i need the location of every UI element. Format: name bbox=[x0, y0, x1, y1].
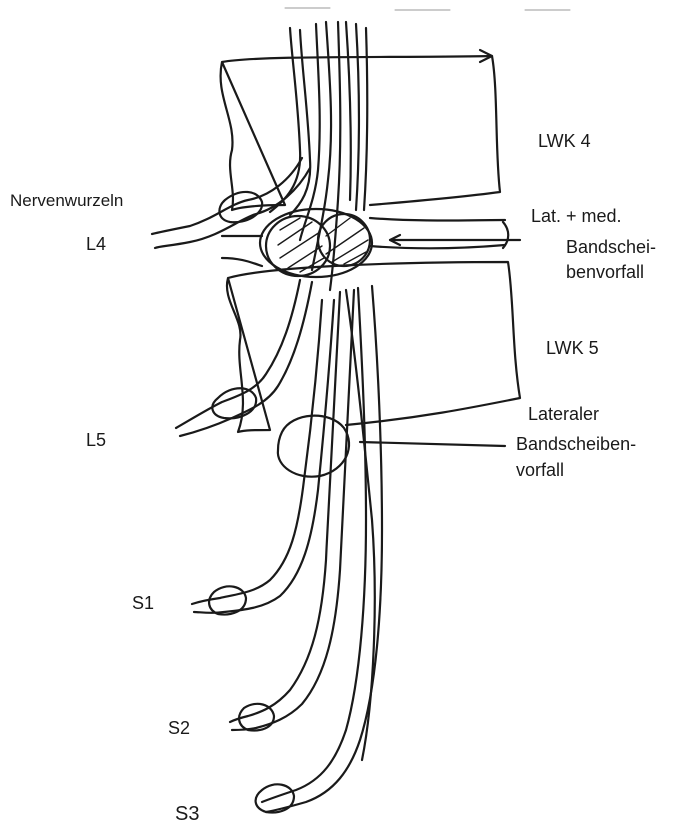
label-lateral-line1: Lateraler bbox=[528, 404, 599, 425]
disc-l4-l5-upper bbox=[370, 218, 505, 221]
nerve-root-s1 bbox=[192, 300, 334, 613]
disc-l4-l5-lower bbox=[370, 245, 505, 248]
label-s2: S2 bbox=[168, 718, 190, 739]
label-s3: S3 bbox=[175, 803, 199, 826]
scan-marks bbox=[285, 8, 570, 10]
vertebra-lwk4 bbox=[221, 56, 500, 210]
vertebra-lwk5 bbox=[227, 262, 520, 432]
label-lat-med-line3: benvorfall bbox=[566, 262, 644, 283]
label-s1: S1 bbox=[132, 593, 154, 614]
label-l4: L4 bbox=[86, 234, 106, 255]
label-lwk5: LWK 5 bbox=[546, 338, 599, 359]
ganglion-s1 bbox=[209, 586, 246, 614]
vertebra-lwk5-top-gap bbox=[222, 258, 262, 266]
nerve-root-l5 bbox=[176, 280, 312, 436]
label-lat-med-line2: Bandschei- bbox=[566, 237, 656, 258]
nerve-root-s3 bbox=[262, 286, 382, 812]
label-arrows bbox=[360, 235, 520, 446]
label-lateral-line2: Bandscheiben- bbox=[516, 434, 636, 455]
label-lwk4: LWK 4 bbox=[538, 131, 591, 152]
disc-herniation-lateral bbox=[278, 416, 349, 477]
label-l5: L5 bbox=[86, 430, 106, 451]
label-nerve-roots: Nervenwurzeln bbox=[10, 191, 123, 211]
label-lateral-line3: vorfall bbox=[516, 460, 564, 481]
label-lat-med-line1: Lat. + med. bbox=[531, 206, 622, 227]
